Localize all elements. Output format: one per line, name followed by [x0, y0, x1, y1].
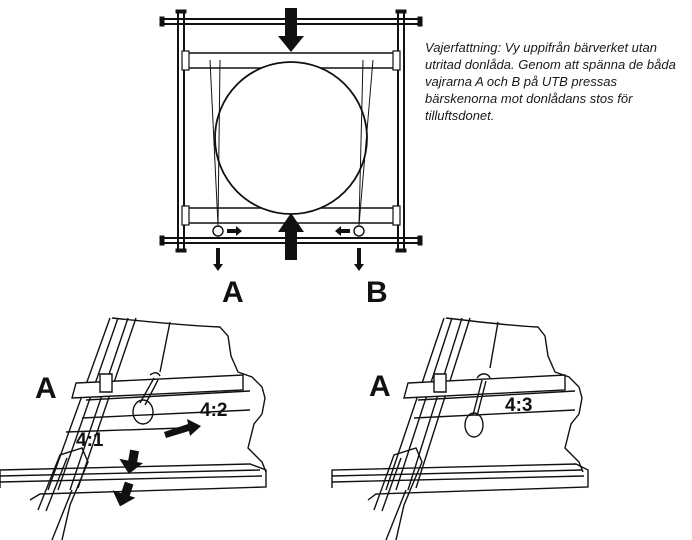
- step-4-1-label: 4:1: [76, 430, 104, 451]
- step-4-2-label: 4:2: [200, 400, 227, 421]
- wire-b-label: B: [366, 276, 388, 309]
- detail-left-diagram: [0, 317, 267, 540]
- detail-right-wire-label: A: [369, 370, 391, 403]
- wire-a-label: A: [222, 276, 244, 309]
- tension-arrows: [213, 226, 364, 271]
- detail-left-wire-label: A: [35, 372, 57, 405]
- pressure-arrows: [278, 8, 304, 260]
- step-4-3-label: 4:3: [505, 395, 532, 416]
- top-view-diagram: [159, 9, 423, 253]
- figure-caption: Vajerfattning: Vy uppifrån bärverket uta…: [425, 40, 676, 123]
- detail-left-arrows: [112, 419, 201, 507]
- detail-right-diagram: [331, 317, 589, 540]
